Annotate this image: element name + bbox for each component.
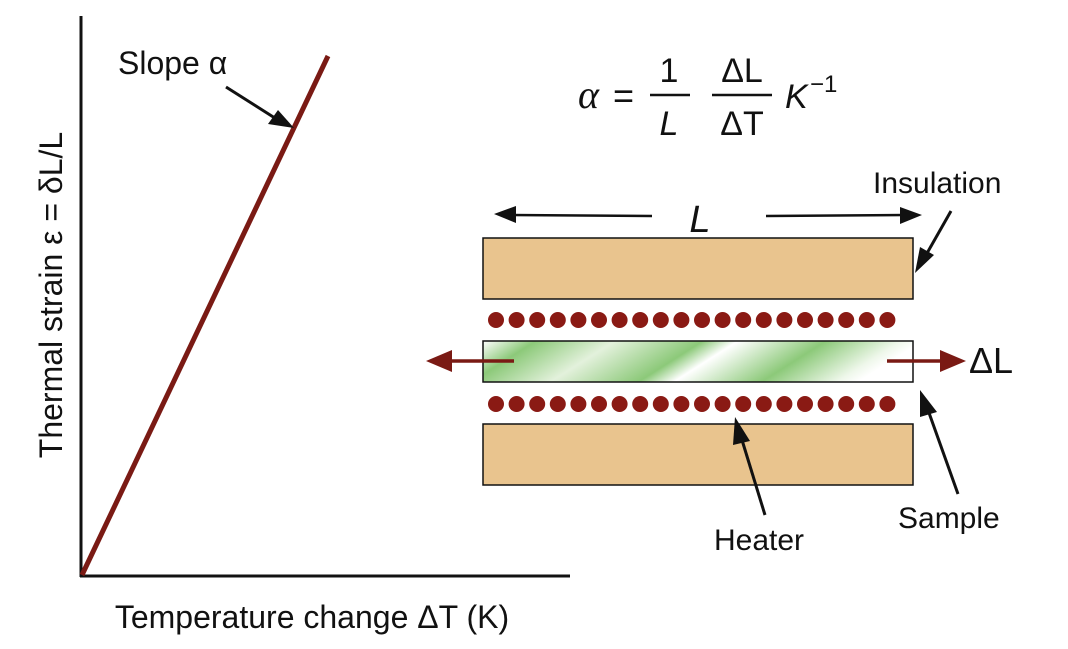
heater-coil-dot [797, 312, 813, 328]
heater-arrow [733, 417, 767, 516]
heater-coil-dot [632, 396, 649, 412]
heater-coil-dot [591, 312, 607, 328]
heater-coil-dot [549, 312, 566, 328]
expansion-equation: α = 1 L ΔL ΔT K −1 [578, 52, 837, 143]
heater-coil-dot [652, 312, 669, 328]
heater-coil-dot [838, 396, 855, 412]
heater-coil-dot [776, 396, 793, 412]
equation-equals: = [613, 75, 634, 116]
heater-coil-dot [529, 396, 546, 412]
length-arrow-right [765, 207, 922, 224]
length-arrow-left [494, 206, 653, 223]
heater-coil-dot [735, 312, 752, 328]
heater-coil-dot [714, 312, 731, 328]
heater-coil-dot [735, 396, 752, 412]
insulation-label: Insulation [873, 167, 1001, 200]
expansion-arrow-left [426, 350, 514, 372]
heater-coil-dot [611, 396, 628, 412]
heater-coil-dot [488, 312, 504, 328]
length-label: L [689, 199, 710, 241]
heater-coil-dot [817, 312, 834, 328]
heater-coil-dot [673, 396, 690, 412]
slope-arrow [225, 85, 294, 128]
strain-line [79, 54, 331, 577]
insulation-top [482, 237, 914, 300]
heater-coil-dot [529, 312, 546, 328]
heater-coil-dot [570, 312, 587, 328]
heater-coil-dot [879, 396, 896, 412]
heater-coil-dot [755, 312, 772, 328]
fraction-2-numerator: ΔL [721, 52, 763, 90]
heater-coil-dot [879, 312, 896, 328]
strain-graph: Slope α Thermal strain ε = δL/L Temperat… [33, 16, 570, 635]
sample-arrow [920, 390, 960, 495]
heater-coil-dot [838, 312, 855, 328]
heater-coil-dot [508, 312, 525, 328]
sample-bar [482, 340, 914, 383]
equation-alpha: α [578, 72, 600, 117]
heater-coil-dot [611, 312, 628, 328]
heater-coil-dot [591, 396, 607, 412]
heater-coil-dot [858, 312, 875, 328]
heater-label: Heater [714, 524, 804, 557]
heater-coil-top [488, 312, 896, 328]
heater-coil-dot [714, 396, 731, 412]
heater-coil-dot [673, 312, 690, 328]
heater-coil-dot [632, 312, 649, 328]
heater-coil-dot [817, 396, 834, 412]
insulation-bottom [482, 423, 914, 486]
equation-unit-exponent: −1 [810, 71, 837, 98]
heater-coil-bottom [488, 396, 896, 412]
equation-unit: K [785, 78, 809, 116]
heater-coil-dot [488, 396, 504, 412]
fraction-1-numerator: 1 [660, 52, 679, 90]
expansion-arrow-right [887, 350, 966, 372]
delta-l-label: ΔL [969, 340, 1013, 381]
heater-coil-dot [652, 396, 669, 412]
slope-label: Slope α [118, 45, 227, 81]
insulation-arrow [915, 210, 953, 273]
heater-coil-dot [549, 396, 566, 412]
fraction-2-denominator: ΔT [720, 105, 763, 143]
y-axis-label: Thermal strain ε = δL/L [33, 132, 69, 458]
heater-coil-dot [570, 396, 587, 412]
fraction-1-denominator: L [660, 105, 679, 143]
sample-label: Sample [898, 502, 1000, 535]
dilatometer-apparatus: L ΔL Insulation Heater [426, 167, 1013, 557]
heater-coil-dot [797, 396, 813, 412]
x-axis-label: Temperature change ΔT (K) [115, 599, 509, 635]
heater-coil-dot [508, 396, 525, 412]
heater-coil-dot [755, 396, 772, 412]
heater-coil-dot [776, 312, 793, 328]
heater-coil-dot [694, 396, 710, 412]
heater-coil-dot [858, 396, 875, 412]
heater-coil-dot [694, 312, 710, 328]
